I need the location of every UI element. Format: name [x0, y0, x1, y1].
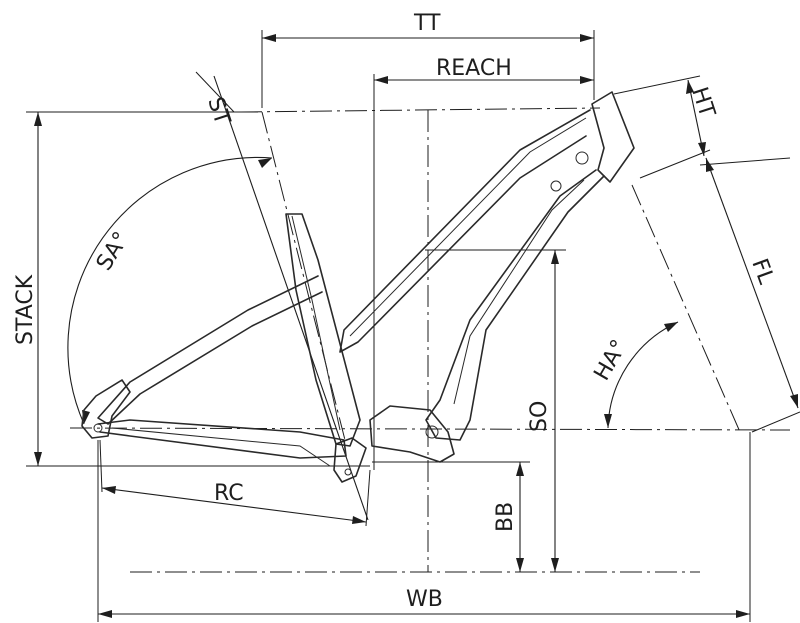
sa-arc: [67, 156, 273, 425]
ha-arrow-top: [664, 322, 678, 332]
rc-dim-line: [101, 487, 367, 523]
ht-ext-bottom: [639, 149, 711, 179]
label-fl: FL: [746, 256, 778, 289]
rc-ext-left: [99, 439, 103, 493]
fl-ext-top: [699, 157, 791, 166]
label-tt: TT: [413, 11, 441, 36]
center-lines: [69, 107, 791, 573]
so-arrow-bottom: [551, 558, 559, 572]
wb-arrow-right: [736, 610, 750, 618]
fl-dim-line: [705, 157, 799, 409]
chain-stay: [97, 419, 347, 459]
label-ha: HA°: [590, 336, 633, 385]
sa-arrow-top: [258, 158, 272, 168]
rc-ext-right: [365, 469, 371, 527]
top-reference-line: [239, 107, 601, 113]
label-bb: BB: [493, 502, 518, 532]
label-reach: REACH: [436, 56, 512, 81]
dimension-lines: [34, 34, 799, 618]
bb-bracket: [333, 437, 367, 483]
label-wb: WB: [406, 587, 443, 612]
ht-detail-2: [550, 180, 562, 192]
reach-arrow-right: [580, 76, 594, 84]
motor-housing: [369, 405, 455, 463]
steering-axis: [631, 184, 741, 433]
wb-arrow-left: [98, 610, 112, 618]
so-arrow-top: [551, 250, 559, 264]
ha-arc: [607, 321, 679, 429]
chain-stay-inner: [111, 427, 331, 467]
fl-arrow-bottom: [790, 394, 798, 408]
label-so: SO: [527, 401, 552, 432]
bb-arrow-top: [516, 462, 524, 476]
tt-arrow-left: [262, 34, 276, 42]
ht-arrow-top: [686, 80, 694, 94]
st-ext: [195, 71, 235, 113]
bike-frame: [81, 91, 635, 483]
seat-tube-axis: [261, 111, 346, 441]
fl-arrow-top: [706, 158, 714, 172]
seat-stay: [97, 275, 323, 425]
extension-lines: [26, 30, 800, 622]
rear-axle: [93, 423, 103, 433]
label-ht: HT: [686, 84, 719, 121]
ha-arrow-bottom: [604, 414, 612, 428]
dimension-labels: TT REACH ST HT STACK SA° FL HA° SO RC BB…: [13, 11, 779, 612]
bb-arrow-bottom: [516, 558, 524, 572]
down-tube: [425, 169, 605, 441]
ht-arrow-bottom: [698, 142, 706, 156]
axle-line: [69, 427, 791, 431]
fl-ext-bottom: [751, 411, 800, 433]
rc-arrow-right: [352, 516, 366, 524]
rear-dropout: [81, 379, 131, 439]
st-dim-line: [213, 75, 369, 521]
ht-detail-1: [575, 151, 589, 165]
bb-shell: [425, 425, 439, 439]
seat-tube: [285, 213, 361, 447]
label-rc: RC: [214, 481, 244, 506]
top-tube-inner: [349, 117, 587, 337]
rc-arrow-left: [102, 486, 116, 494]
label-stack: STACK: [13, 274, 38, 345]
head-tube: [591, 91, 635, 183]
stack-arrow-bottom: [34, 452, 42, 466]
ht-ext-top: [613, 75, 701, 95]
tt-arrow-right: [580, 34, 594, 42]
label-sa: SA°: [92, 228, 135, 276]
reach-arrow-left: [374, 76, 388, 84]
bracket-bolt: [344, 468, 352, 476]
stack-arrow-top: [34, 112, 42, 126]
down-tube-inner: [453, 179, 585, 405]
seat-tube-inner: [291, 215, 341, 431]
top-tube: [339, 109, 591, 353]
